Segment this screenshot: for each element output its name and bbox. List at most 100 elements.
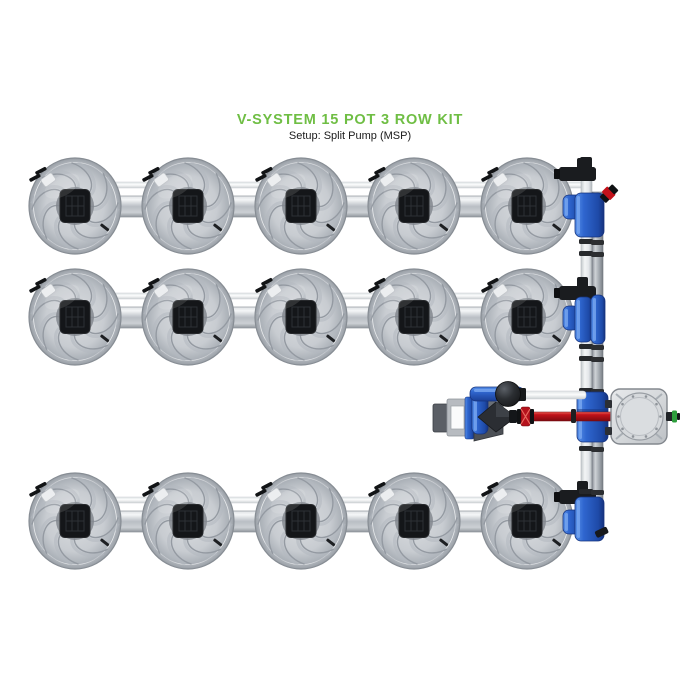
row2-drain-sleeve — [590, 294, 606, 345]
tank-inlet-bolt — [605, 427, 612, 435]
row3-elbow — [574, 496, 605, 542]
emitter-stub — [153, 487, 169, 502]
emitter-stub — [492, 172, 508, 187]
drain-tab — [552, 334, 562, 343]
pump-outlet-elbow-highlight — [474, 395, 477, 431]
pipe-clamp — [579, 489, 593, 494]
pot-lid-groove — [31, 273, 119, 361]
pot-lid-groove — [257, 273, 345, 361]
drip-emitter-icon — [142, 488, 154, 497]
drain-tab — [326, 334, 336, 343]
pot-row3-5 — [480, 472, 574, 570]
drip-emitter-icon — [481, 488, 493, 497]
lid-bolt — [655, 427, 658, 431]
lid-bolt — [655, 402, 658, 406]
pot-row2-5 — [480, 268, 574, 366]
pump-return-line — [521, 390, 587, 400]
bleed-valve-end — [608, 184, 619, 195]
emitter-stub — [379, 172, 395, 187]
drain-tab — [552, 538, 562, 547]
drip-emitter-icon — [368, 284, 380, 293]
riser-top-cap — [554, 157, 596, 181]
tee-stub — [577, 277, 588, 288]
emitter-stub — [153, 172, 169, 187]
pot-lid-groove — [370, 273, 458, 361]
row2-tee-inlet-highlight — [565, 309, 568, 327]
pot-row2-1 — [28, 268, 122, 366]
drip-emitter-icon — [261, 277, 273, 286]
pipe-clamp — [579, 356, 593, 361]
kit-title: V-SYSTEM 15 POT 3 ROW KIT — [236, 112, 464, 128]
emitter-stub — [492, 283, 508, 298]
drip-emitter-icon — [368, 173, 380, 182]
plant-row-2 — [28, 268, 593, 366]
pot-row3-4 — [367, 472, 461, 570]
drain-tab — [100, 223, 110, 232]
lid-bolt — [621, 402, 624, 406]
row1-elbow-inlet-highlight — [565, 198, 568, 216]
pipe-clamp — [591, 252, 604, 257]
emitter-stub — [40, 172, 56, 187]
pot-lid-groove — [257, 162, 345, 250]
pipe-clamp — [591, 447, 604, 452]
drip-line-tee-row-2 — [554, 277, 596, 300]
pot-row1-1 — [28, 157, 122, 255]
tank-level-tip — [677, 413, 680, 420]
pot-lid-groove — [144, 273, 232, 361]
drip-emitter-icon — [487, 166, 499, 175]
drain-tab — [439, 223, 449, 232]
drip-emitter-icon — [487, 277, 499, 286]
drain-tab — [213, 334, 223, 343]
drip-emitter-icon — [487, 481, 499, 490]
pipe-clamp — [591, 240, 604, 245]
pot-row3-1 — [28, 472, 122, 570]
lid-bolt — [659, 415, 662, 418]
drip-emitter-icon — [374, 166, 386, 175]
pump-label — [450, 405, 465, 430]
pipe-clamp — [591, 490, 604, 495]
lid-bolt — [631, 435, 635, 438]
lid-bolt — [617, 415, 620, 418]
drip-emitter-icon — [481, 173, 493, 182]
emitter-stub — [40, 487, 56, 502]
tank-lid-inner — [620, 397, 659, 436]
pot-row2-3 — [254, 268, 348, 366]
drip-emitter-icon — [255, 284, 267, 293]
row1-elbow-highlight — [577, 196, 580, 234]
row3-elbow-inlet-highlight — [565, 513, 568, 531]
row3-elbow-body — [574, 496, 605, 542]
drip-emitter-icon — [29, 173, 41, 182]
drain-tab — [552, 223, 562, 232]
ball-valve-handle — [495, 381, 521, 407]
reservoir-tank — [605, 388, 680, 445]
drip-emitter-icon — [35, 277, 47, 286]
pot-lid-groove — [144, 477, 232, 565]
cap-arm — [559, 167, 596, 181]
emitter-stub — [492, 487, 508, 502]
drain-tab — [100, 334, 110, 343]
pot-row1-4 — [367, 157, 461, 255]
bleed-valve-body — [602, 186, 616, 200]
row1-elbow-body — [574, 192, 605, 238]
red-valve-ridges — [520, 408, 531, 425]
emitter-stub — [40, 283, 56, 298]
emitter-stub — [379, 487, 395, 502]
drip-emitter-icon — [35, 481, 47, 490]
pump-outlet-elbow — [471, 391, 489, 435]
emitter-stub — [266, 283, 282, 298]
drip-emitter-icon — [29, 284, 41, 293]
tank-inlet-bolt — [605, 400, 612, 408]
row2-drain-sleeve-highlight — [593, 298, 596, 341]
tee-arm — [559, 286, 596, 300]
pump-power-box — [432, 403, 449, 433]
pot-lid-groove — [370, 162, 458, 250]
pipe-clamp — [591, 345, 604, 350]
manifold-assembly — [554, 157, 619, 542]
drip-emitter-icon — [374, 481, 386, 490]
row1-elbow — [574, 192, 605, 238]
drip-emitter-icon — [374, 277, 386, 286]
drip-emitter-icon — [148, 166, 160, 175]
tank-level-indicator — [672, 410, 677, 423]
